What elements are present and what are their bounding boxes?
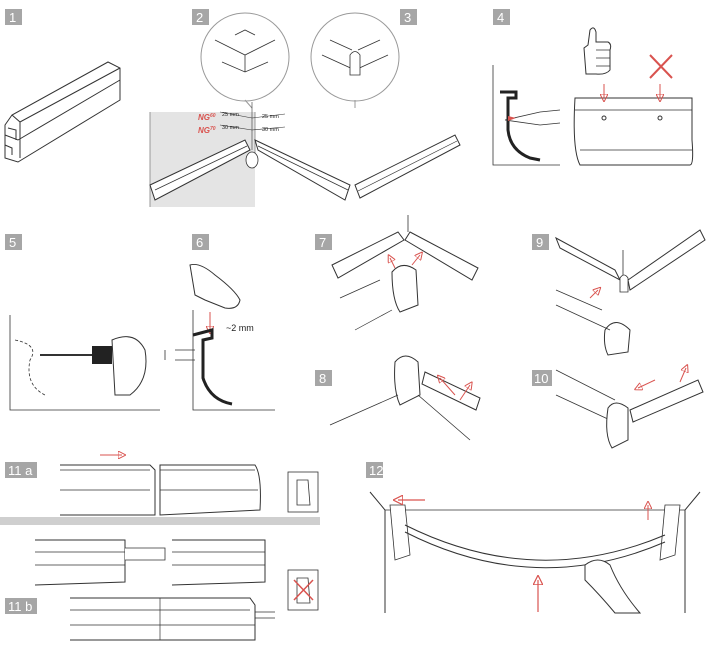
step-badge — [400, 9, 417, 25]
step-number: 9 — [536, 235, 543, 250]
step-5-panel: 5 — [5, 234, 160, 411]
drill-icon — [40, 336, 147, 396]
step-11b-panel: 11 b — [5, 539, 319, 641]
gap-label: ~2 mm — [226, 323, 254, 333]
dimension-label: 30 mm — [222, 125, 239, 131]
step-12-panel: 12 — [366, 462, 701, 614]
step-number: 8 — [319, 371, 326, 386]
step-number: 1 — [9, 10, 16, 25]
step-badge — [192, 234, 209, 250]
step-badge — [315, 370, 332, 386]
step-number: 4 — [497, 10, 504, 25]
step-number: 5 — [9, 235, 16, 250]
step-badge — [5, 598, 37, 614]
brand-label-ng60: NG60 — [198, 113, 216, 122]
hand-icon — [584, 559, 642, 614]
step-badge — [5, 462, 37, 478]
step-number: 12 — [369, 463, 383, 478]
step-number: 3 — [404, 10, 411, 25]
brand-label-ng70: NG70 — [198, 126, 216, 135]
step-badge — [493, 9, 510, 25]
step-6-panel: 6 ~2 mm — [164, 234, 275, 411]
step-9-panel: 9 — [532, 229, 706, 356]
step-number: 11 b — [8, 599, 32, 614]
step-number: 6 — [196, 235, 203, 250]
step-11a-panel: 11 a — [0, 455, 320, 525]
step-badge — [532, 234, 549, 250]
step-2-panel: 2 NG60 NG70 25 mm 30 mm 25 mm 30 mm — [149, 9, 351, 207]
step-7-panel: 7 — [315, 215, 479, 331]
step-number: 11 a — [8, 463, 33, 478]
hand-icon — [189, 264, 241, 309]
cross-icon — [293, 579, 314, 601]
step-4-panel: 4 — [492, 9, 694, 166]
step-10-panel: 10 — [532, 368, 704, 449]
step-badge — [315, 234, 332, 250]
dimension-label: 25 mm — [262, 114, 279, 120]
skirting-profile — [4, 61, 121, 163]
step-number: 10 — [534, 371, 548, 386]
step-number: 2 — [196, 10, 203, 25]
step-badge — [192, 9, 209, 25]
floor-strip — [0, 517, 320, 525]
step-1-panel: 1 — [4, 9, 121, 163]
step-number: 7 — [319, 235, 326, 250]
step-badge — [366, 462, 383, 478]
cross-icon — [649, 54, 673, 79]
dimension-label: 25 mm — [222, 112, 239, 118]
step-3-panel: 3 — [310, 9, 461, 199]
step-8-panel: 8 — [315, 355, 481, 441]
step-badge — [5, 234, 22, 250]
step-badge — [5, 9, 22, 25]
step-badge — [532, 370, 552, 386]
dimension-label: 30 mm — [262, 127, 279, 133]
thumbs-up-icon — [583, 27, 612, 75]
